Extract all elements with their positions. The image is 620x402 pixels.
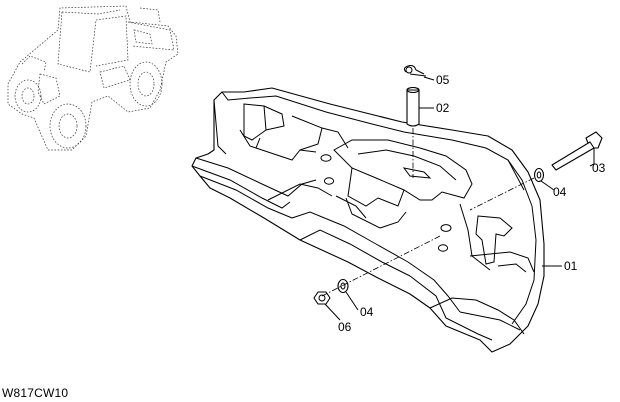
callout-03: 03 xyxy=(592,161,606,175)
callout-01: 01 xyxy=(564,259,578,273)
counterweight-01 xyxy=(191,87,545,353)
assembly-centerlines xyxy=(321,128,535,297)
callout-04-bottom: 04 xyxy=(360,305,374,319)
washer-04-right xyxy=(533,167,545,183)
callout-02: 02 xyxy=(436,101,450,115)
leader-lines xyxy=(324,76,595,321)
tractor-locator-icon xyxy=(7,5,179,151)
nut-06 xyxy=(313,291,331,305)
figure-code: W817CW10 xyxy=(2,386,69,400)
callout-04-right: 04 xyxy=(553,185,567,199)
pin-02 xyxy=(406,86,420,127)
clip-05 xyxy=(403,65,427,77)
callout-05: 05 xyxy=(436,73,450,87)
washer-04-bottom xyxy=(337,278,349,294)
callout-06: 06 xyxy=(338,320,352,334)
